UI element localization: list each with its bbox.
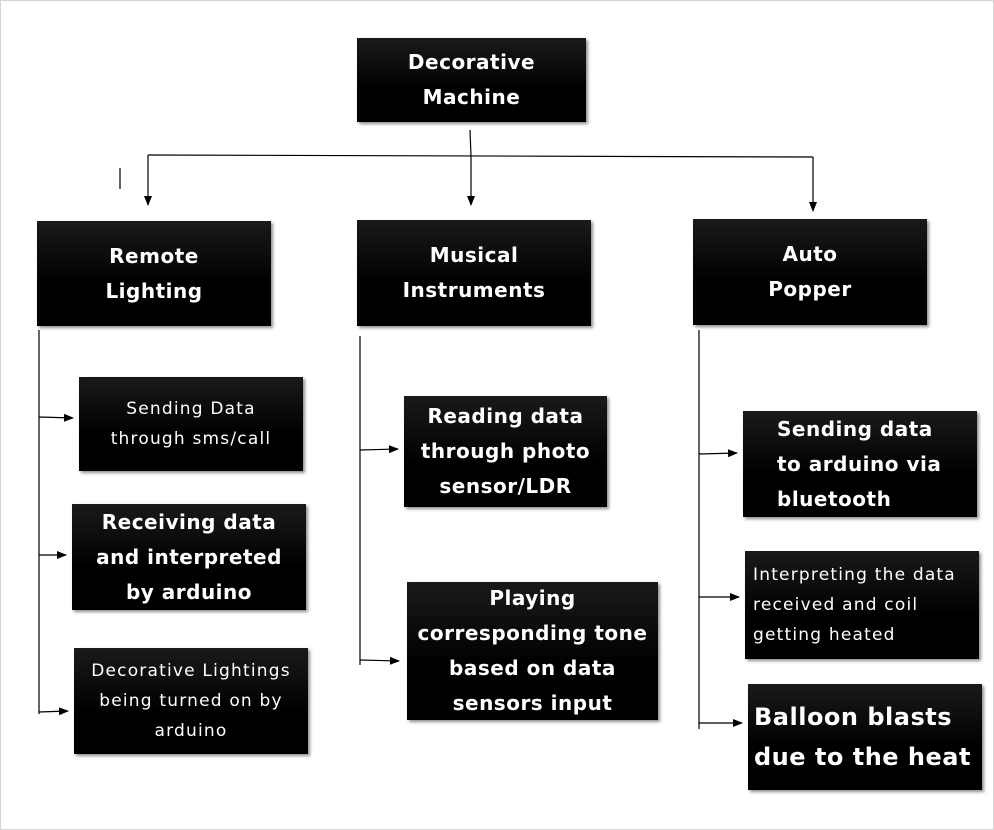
arrow-musical-step-1 [359,445,399,454]
branch-node-remote-lighting: Remote Lighting [37,221,271,326]
step-node-playing-tone: Playing corresponding tone based on data… [407,582,658,720]
step-node-receiving-data: Receiving data and interpreted by arduin… [72,504,306,610]
step-node-sending-data-sms: Sending Data through sms/call [79,377,303,471]
root-node-decorative-machine: Decorative Machine [357,38,586,122]
step-node-balloon-blasts: Balloon blasts due to the heat [748,684,982,790]
step-node-sending-data-bluetooth: Sending data to arduino via bluetooth [743,411,977,517]
step-node-reading-data-photo-sensor: Reading data through photo sensor/LDR [404,396,607,507]
root-stem-line [469,129,472,157]
step-node-interpreting-data-coil: Interpreting the data received and coil … [745,551,979,659]
arrow-popper-step-1 [698,449,738,458]
arrow-musical-step-2 [359,656,400,665]
branch-node-auto-popper: Auto Popper [693,219,927,325]
step-node-decorative-lightings: Decorative Lightings being turned on by … [74,648,308,754]
root-horizontal-line [147,154,814,158]
arrow-remote-step-1 [38,413,74,422]
branch-node-musical-instruments: Musical Instruments [357,220,591,326]
arrow-remote-step-3 [38,707,69,716]
